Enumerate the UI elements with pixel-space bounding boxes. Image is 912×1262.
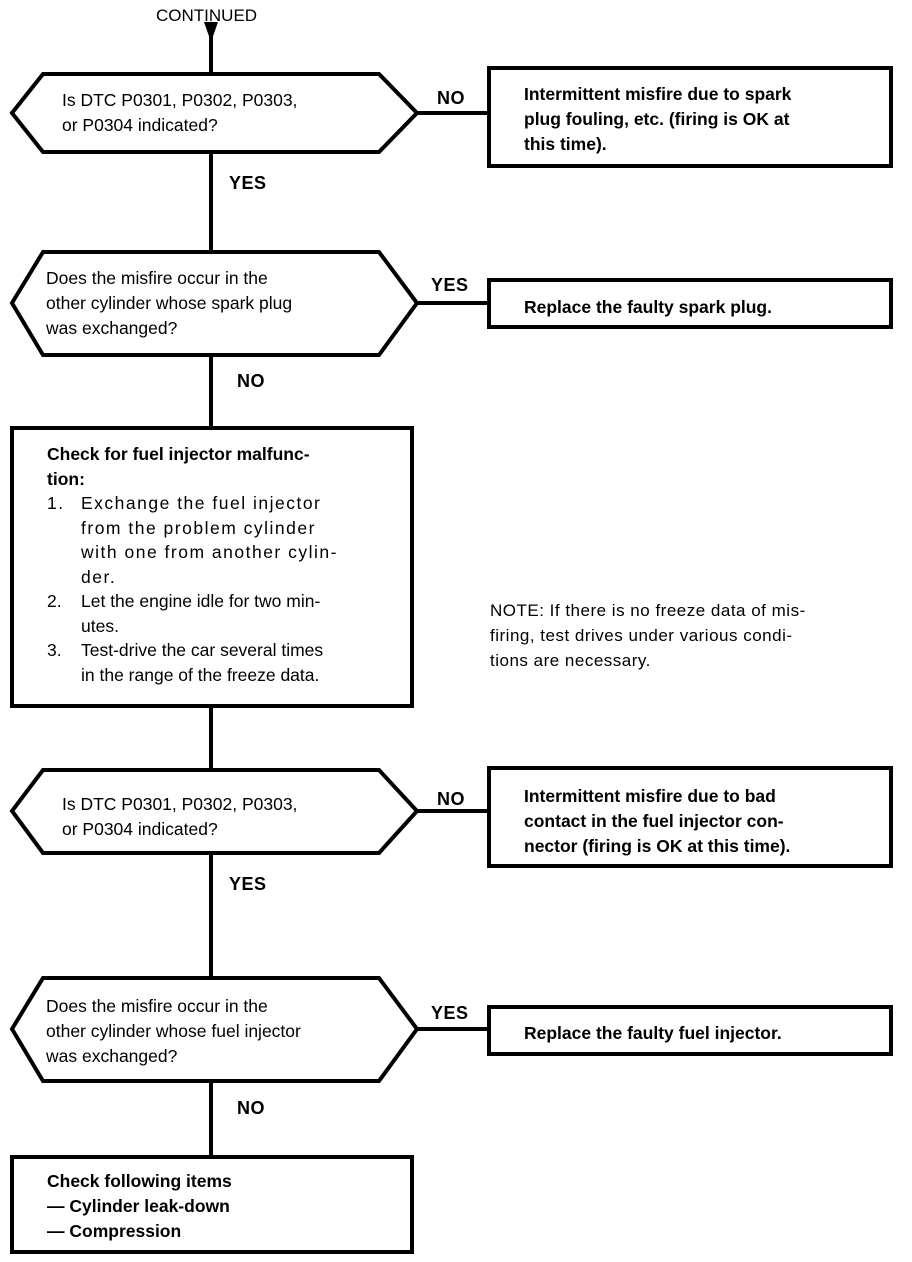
result-1-line: plug fouling, etc. (firing is OK at bbox=[524, 109, 790, 129]
decision-2-no-label: NO bbox=[237, 371, 265, 391]
decision-3-shape bbox=[9, 768, 420, 855]
decision-2-text: Does the misfire occur in the other cyli… bbox=[46, 266, 292, 341]
final-check-item: — Cylinder leak-down bbox=[47, 1196, 230, 1216]
step-item: 3. Test-drive the car several times in t… bbox=[47, 638, 338, 687]
note-line: firing, test drives under various condi- bbox=[490, 626, 793, 645]
result-1-line: Intermittent misfire due to spark bbox=[524, 84, 792, 104]
decision-3-yes-label: YES bbox=[229, 874, 267, 894]
note-text: NOTE: If there is no freeze data of mis-… bbox=[490, 598, 806, 673]
decision-4-text: Does the misfire occur in the other cyli… bbox=[46, 994, 301, 1069]
step-line: from the problem cylinder bbox=[81, 517, 316, 538]
note-line: NOTE: If there is no freeze data of mis- bbox=[490, 601, 806, 620]
injector-check-title: tion: bbox=[47, 468, 85, 489]
decision-4-no-label: NO bbox=[237, 1098, 265, 1118]
decision-1-no-label: NO bbox=[437, 88, 465, 108]
final-check-box bbox=[10, 1155, 414, 1254]
step-number: 1. bbox=[47, 493, 65, 513]
final-check-title: Check following items bbox=[47, 1171, 232, 1191]
step-line: der. bbox=[81, 566, 117, 587]
result-1-text: Intermittent misfire due to spark plug f… bbox=[524, 82, 791, 157]
decision-3-text: Is DTC P0301, P0302, P0303, or P0304 ind… bbox=[62, 792, 297, 842]
decision-1-text: Is DTC P0301, P0302, P0303, or P0304 ind… bbox=[62, 88, 297, 138]
injector-check-steps: 1. Exchange the fuel injector from the p… bbox=[47, 491, 338, 687]
decision-1-shape bbox=[9, 72, 420, 154]
decision-2-yes-label: YES bbox=[431, 275, 469, 295]
decision-2-line: was exchanged? bbox=[46, 318, 178, 338]
result-box-4 bbox=[487, 1005, 893, 1056]
decision-4-line: was exchanged? bbox=[46, 1046, 178, 1066]
decision-3-no-label: NO bbox=[437, 789, 465, 809]
note-line: tions are necessary. bbox=[490, 651, 651, 670]
result-3-line: Intermittent misfire due to bad bbox=[524, 786, 776, 806]
result-4-text: Replace the faulty fuel injector. bbox=[524, 1023, 782, 1043]
result-box-1 bbox=[487, 66, 893, 168]
injector-check-title: Check for fuel injector malfunc- bbox=[47, 444, 310, 464]
decision-1-line: or P0304 indicated? bbox=[62, 115, 218, 135]
result-3-text: Intermittent misfire due to bad contact … bbox=[524, 784, 790, 859]
decision-4-shape bbox=[9, 976, 420, 1083]
step-line: Test-drive the car several times bbox=[81, 640, 324, 660]
continued-label: CONTINUED bbox=[156, 6, 258, 25]
decision-3-line: or P0304 indicated? bbox=[62, 819, 218, 839]
step-line: Exchange the fuel injector bbox=[81, 493, 322, 513]
result-3-line: contact in the fuel injector con- bbox=[524, 811, 784, 831]
decision-2-line: other cylinder whose spark plug bbox=[46, 293, 293, 313]
injector-check-box bbox=[10, 426, 414, 708]
result-3-line: nector (firing is OK at this time). bbox=[524, 836, 791, 856]
injector-check-content: Check for fuel injector malfunc- tion: 1… bbox=[47, 442, 338, 687]
result-2-text: Replace the faulty spark plug. bbox=[524, 297, 772, 317]
step-number: 3. bbox=[47, 640, 62, 660]
step-line: utes. bbox=[81, 615, 119, 636]
step-line: in the range of the freeze data. bbox=[81, 664, 320, 685]
step-line: Let the engine idle for two min- bbox=[81, 591, 321, 611]
step-item: 1. Exchange the fuel injector from the p… bbox=[47, 491, 338, 589]
step-number: 2. bbox=[47, 591, 62, 611]
decision-1-yes-label: YES bbox=[229, 173, 267, 193]
step-line: with one from another cylin- bbox=[81, 542, 338, 562]
result-1-line: this time). bbox=[524, 134, 607, 154]
decision-4-line: Does the misfire occur in the bbox=[46, 996, 268, 1016]
result-box-3 bbox=[487, 766, 893, 868]
decision-3-line: Is DTC P0301, P0302, P0303, bbox=[62, 794, 298, 814]
decision-4-yes-label: YES bbox=[431, 1003, 469, 1023]
final-check-item: — Compression bbox=[47, 1221, 182, 1241]
step-item: 2. Let the engine idle for two min- utes… bbox=[47, 589, 338, 638]
decision-1-line: Is DTC P0301, P0302, P0303, bbox=[62, 90, 298, 110]
arrow-down-icon bbox=[204, 22, 218, 42]
final-check-content: Check following items — Cylinder leak-do… bbox=[47, 1169, 232, 1244]
result-box-2 bbox=[487, 278, 893, 329]
decision-2-shape bbox=[9, 250, 420, 357]
decision-4-line: other cylinder whose fuel injector bbox=[46, 1021, 301, 1041]
decision-2-line: Does the misfire occur in the bbox=[46, 268, 268, 288]
